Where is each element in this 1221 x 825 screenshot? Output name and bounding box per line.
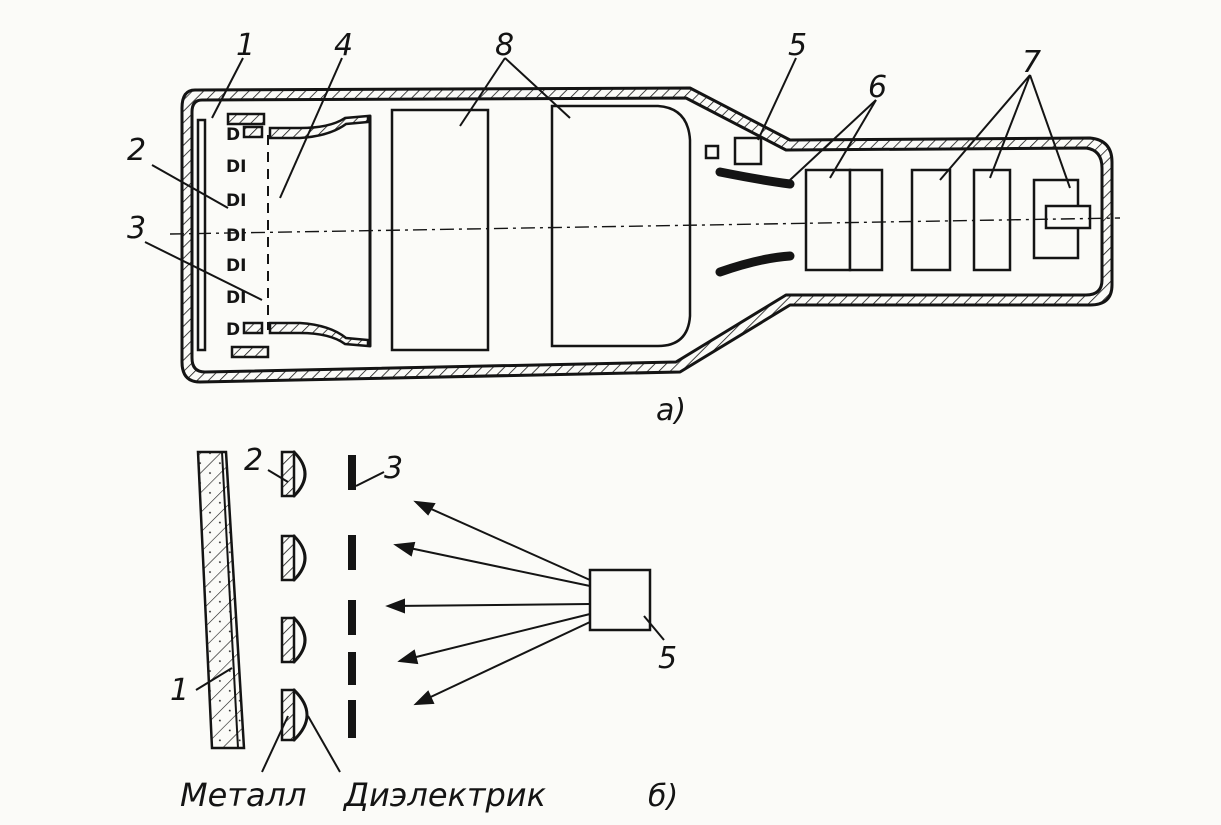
metal-1 [280, 450, 296, 498]
mosaic-b [280, 450, 309, 742]
screen-plate-b-inner [221, 451, 239, 749]
svg-text:DI: DI [226, 157, 246, 177]
label-b-2: 2 [244, 443, 263, 478]
leader-dielectric [307, 715, 341, 773]
label-a-7: 7 [1022, 45, 1041, 80]
leader-7b [989, 74, 1031, 179]
dielectric-2 [292, 534, 307, 582]
diagram-b: 2 3 5 1 Металл Диэлектрик б) [170, 443, 678, 814]
dielectric-1 [292, 450, 307, 498]
leader-6a [789, 99, 877, 181]
deflection-plate-top [715, 167, 795, 189]
leader-2 [151, 164, 229, 209]
collector-5-small [704, 144, 720, 160]
optical-axis [169, 217, 1121, 235]
caption-b: б) [648, 779, 678, 814]
label-b-1: 1 [170, 673, 189, 708]
leader-b-3 [355, 471, 385, 487]
mosaic-small-top [242, 125, 264, 139]
caption-a: a) [656, 393, 686, 428]
svg-text:DI: DI [226, 256, 246, 276]
mosaic-elements: D DI DI DI DI DI D [226, 125, 246, 340]
svg-text:DI: DI [226, 226, 246, 246]
leader-4 [279, 57, 343, 199]
leader-8a [459, 57, 506, 127]
metal-2 [280, 534, 296, 582]
label-a-5: 5 [788, 28, 807, 63]
collector-ring-bottom [230, 345, 270, 359]
electron-source-5 [588, 568, 652, 632]
label-a-6: 6 [868, 70, 887, 105]
leader-b-2 [267, 469, 289, 483]
label-a-3: 3 [127, 211, 146, 246]
diagram-a: D DI DI DI DI DI D [127, 28, 1121, 428]
label-a-4: 4 [334, 28, 353, 63]
electrode-4-top [268, 114, 370, 140]
leader-b-5 [643, 615, 665, 641]
label-b-5: 5 [658, 641, 677, 676]
label-dielectric: Диэлектрик [342, 776, 547, 814]
gun-electrode-7a [910, 168, 952, 272]
metal-4 [280, 688, 296, 742]
svg-text:D: D [226, 125, 240, 145]
deflection-plate-bottom [715, 251, 795, 277]
svg-text:DI: DI [226, 191, 246, 211]
dielectric-4 [292, 688, 309, 742]
leader-1 [211, 57, 244, 119]
label-a-1: 1 [236, 28, 255, 63]
gun-heater [1044, 204, 1092, 230]
svg-text:DI: DI [226, 288, 246, 308]
metal-3 [280, 616, 296, 664]
label-a-2: 2 [127, 133, 146, 168]
label-a-8: 8 [495, 28, 514, 63]
mosaic-small-bottom [242, 321, 264, 335]
label-metal: Металл [180, 776, 306, 814]
screen-plate [196, 118, 207, 352]
electron-rays [385, 500, 591, 706]
gun-electrode-6b [848, 168, 884, 272]
leader-3 [144, 241, 263, 301]
screen-plate-b [196, 450, 246, 750]
leader-8b [504, 57, 571, 119]
dielectric-3 [292, 616, 307, 664]
leader-7c [1029, 74, 1071, 189]
label-b-3: 3 [384, 451, 403, 486]
leader-5 [757, 57, 797, 141]
leader-7a [939, 74, 1031, 181]
electrode-4-bottom [268, 321, 370, 348]
svg-text:D: D [226, 320, 240, 340]
collector-ring-top [226, 112, 266, 126]
collector-5-large [733, 136, 763, 166]
gun-electrode-6a [804, 168, 852, 272]
leader-b-1 [195, 667, 233, 691]
leader-6b [829, 99, 877, 179]
leader-metal [261, 715, 289, 773]
